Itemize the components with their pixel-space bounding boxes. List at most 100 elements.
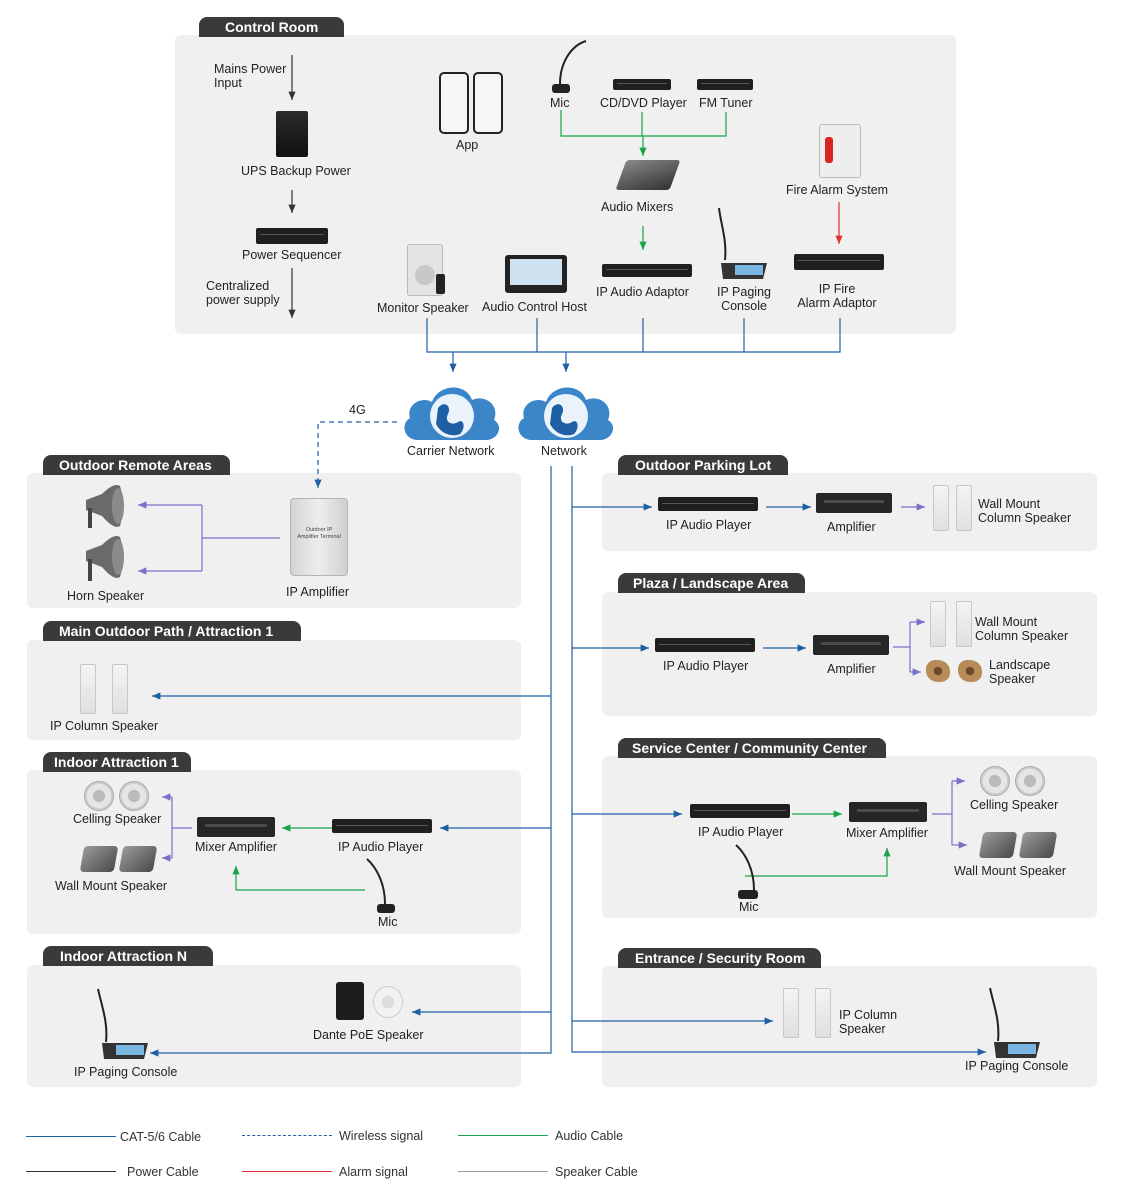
amplifier-icon xyxy=(816,493,892,513)
ceiling-speaker-icon xyxy=(980,766,1010,796)
cd-label: CD/DVD Player xyxy=(600,96,687,110)
amp-label: Amplifier xyxy=(827,520,876,534)
mic-label: Mic xyxy=(378,915,398,929)
wall-label: Wall Mount Speaker xyxy=(954,864,1067,878)
horn-speaker-icon xyxy=(86,485,124,528)
mixers-label: Audio Mixers xyxy=(601,200,674,214)
network-cloud-icon xyxy=(518,387,614,440)
fire-alarm-panel-icon xyxy=(819,124,861,178)
paging-console-icon xyxy=(989,987,1040,1058)
ip-audio-player-icon xyxy=(690,804,790,818)
column-speaker-icon xyxy=(930,601,946,647)
ceiling-label: Celling Speaker xyxy=(970,798,1059,812)
legend-alarm-line xyxy=(242,1171,332,1172)
ip-column-speaker-icon xyxy=(783,988,799,1038)
phone-icon xyxy=(439,72,469,134)
legend-cat-label: CAT-5/6 Cable xyxy=(120,1130,202,1144)
legend-speaker-line xyxy=(458,1171,548,1172)
audio-control-host-icon xyxy=(505,255,567,293)
mic-icon xyxy=(552,40,587,93)
mixer-amplifier-icon xyxy=(849,802,927,822)
remote-icon xyxy=(436,274,445,294)
landscape-label: Landscape Speaker xyxy=(989,658,1051,686)
ip-column-speaker-icon xyxy=(112,664,128,714)
carrier-network-cloud-icon xyxy=(404,387,500,440)
player-label: IP Audio Player xyxy=(663,659,749,673)
audio-mixer-icon xyxy=(615,160,681,190)
console-label: IP Paging Console xyxy=(965,1059,1069,1073)
ip-audio-adaptor-label: IP Audio Adaptor xyxy=(596,285,689,299)
main-outdoor-panel xyxy=(27,640,521,740)
dante-ceiling-speaker-icon xyxy=(373,986,403,1018)
ip-audio-player-icon xyxy=(655,638,755,652)
mixer-amp-label: Mixer Amplifier xyxy=(846,826,928,840)
ip-column-speaker-icon xyxy=(80,664,96,714)
ups-icon xyxy=(276,111,308,157)
column-label: IP Column Speaker xyxy=(50,719,159,733)
ip-fire-adaptor-icon xyxy=(794,254,884,270)
amp-label: Amplifier xyxy=(827,662,876,676)
indoor-1-tab: Indoor Attraction 1 xyxy=(43,752,191,772)
column-speaker-icon xyxy=(933,485,949,531)
legend-wireless-label: Wireless signal xyxy=(339,1129,424,1143)
amplifier-icon xyxy=(813,635,889,655)
ups-label: UPS Backup Power xyxy=(241,164,351,178)
wall-label: Wall Mount Speaker xyxy=(55,879,168,893)
legend-power-line xyxy=(26,1171,116,1172)
main-outdoor-tab: Main Outdoor Path / Attraction 1 xyxy=(43,621,302,641)
ip-amp-label: IP Amplifier xyxy=(286,585,349,599)
mic-icon xyxy=(735,844,758,899)
ceiling-label: Celling Speaker xyxy=(73,812,162,826)
mixer-amplifier-icon xyxy=(197,817,275,837)
wall-mount-speaker-icon xyxy=(1018,832,1058,858)
legend-speaker-label: Speaker Cable xyxy=(555,1165,638,1179)
column-label: Wall Mount Column Speaker xyxy=(978,497,1072,525)
entrance-tab: Entrance / Security Room xyxy=(618,948,822,968)
monitor-speaker-label: Monitor Speaker xyxy=(377,301,469,315)
legend-wireless-line xyxy=(242,1135,332,1136)
sequencer-label: Power Sequencer xyxy=(242,248,342,262)
dante-label: Dante PoE Speaker xyxy=(313,1028,424,1042)
fm-tuner-icon xyxy=(697,79,753,90)
entrance-panel xyxy=(602,966,1097,1087)
indoor-n-panel xyxy=(27,965,521,1087)
horn-speaker-icon xyxy=(86,536,124,581)
control-room-tab: Control Room xyxy=(199,17,345,37)
paging-console-icon xyxy=(97,988,148,1059)
ip-fire-adaptor-label: IP Fire Alarm Adaptor xyxy=(797,282,877,310)
legend-cat-line xyxy=(26,1136,116,1137)
cd-player-icon xyxy=(613,79,671,90)
horn-label: Horn Speaker xyxy=(67,589,145,603)
wall-mount-speaker-icon xyxy=(79,846,119,872)
console-label: IP Paging Console xyxy=(74,1065,178,1079)
service-tab: Service Center / Community Center xyxy=(618,738,886,758)
ceiling-speaker-icon xyxy=(119,781,149,811)
mic-label: Mic xyxy=(739,900,759,914)
parking-tab: Outdoor Parking Lot xyxy=(618,455,789,475)
plaza-tab: Plaza / Landscape Area xyxy=(618,573,806,593)
ceiling-speaker-icon xyxy=(1015,766,1045,796)
legend-power-label: Power Cable xyxy=(127,1165,199,1179)
ip-audio-player-icon xyxy=(658,497,758,511)
dante-poe-speaker-icon xyxy=(336,982,364,1020)
network-label: Network xyxy=(541,444,587,458)
carrier-network-label: Carrier Network xyxy=(407,444,495,458)
column-label: IP Column Speaker xyxy=(839,1008,898,1036)
fourg-label: 4G xyxy=(349,403,366,417)
mic-icon xyxy=(366,858,395,913)
player-label: IP Audio Player xyxy=(698,825,784,839)
ip-audio-adaptor-icon xyxy=(602,264,692,277)
ceiling-speaker-icon xyxy=(84,781,114,811)
wall-mount-speaker-icon xyxy=(978,832,1018,858)
ip-paging-console-label: IP Paging Console xyxy=(717,285,771,313)
ip-column-speaker-icon xyxy=(815,988,831,1038)
fire-system-label: Fire Alarm System xyxy=(786,183,889,197)
column-speaker-icon xyxy=(956,601,972,647)
ip-amplifier-terminal-icon: Outdoor IP Amplifier Terminal xyxy=(290,498,348,576)
player-label: IP Audio Player xyxy=(338,840,424,854)
terminal-text: Outdoor IP Amplifier Terminal xyxy=(297,527,341,540)
centralized-label: Centralized power supply xyxy=(206,279,280,307)
player-label: IP Audio Player xyxy=(666,518,752,532)
legend-alarm-label: Alarm signal xyxy=(339,1165,408,1179)
